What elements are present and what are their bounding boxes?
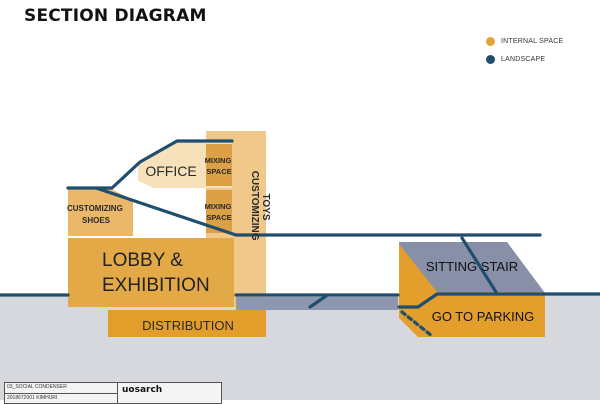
customizing-shoes-block xyxy=(68,189,133,236)
label-customizing-toys: CUSTOMIZING TOYS xyxy=(249,171,271,244)
lobby-exhibition-block xyxy=(68,238,234,307)
label-sitting-stair: SITTING STAIR xyxy=(426,259,518,274)
label-toys-line1: CUSTOMIZING xyxy=(249,171,260,241)
title-block-logo: uosarch xyxy=(122,385,163,395)
distribution-block xyxy=(108,310,266,337)
ground-line-right xyxy=(397,292,600,309)
legend-item-landscape: LANDSCAPE xyxy=(486,50,563,68)
legend-swatch-landscape xyxy=(486,54,495,64)
legend-label-landscape: LANDSCAPE xyxy=(501,55,546,63)
label-customizing-shoes-line2: SHOES xyxy=(82,216,111,225)
slope-line xyxy=(94,186,542,237)
label-toys-line2: TOYS xyxy=(260,193,271,220)
label-distribution: DISTRIBUTION xyxy=(142,318,234,333)
label-office: OFFICE xyxy=(145,163,196,179)
legend: INTERNAL SPACE LANDSCAPE xyxy=(486,32,563,68)
label-customizing-shoes-line1: CUSTOMIZING xyxy=(67,204,123,213)
label-mixing-space-top: MIXING SPACE xyxy=(205,156,234,176)
title-block-id: 2018672001 KIMHURI xyxy=(7,395,58,401)
legend-label-internal-space: INTERNAL SPACE xyxy=(501,37,564,45)
page-title: SECTION DIAGRAM xyxy=(24,6,207,26)
mixing-space-top-block xyxy=(206,144,232,186)
label-lobby-line2: EXHIBITION xyxy=(102,275,210,296)
stair-divider-line xyxy=(460,236,498,294)
label-mixing-space-bottom-line1: MIXING xyxy=(205,202,232,211)
go-to-parking-block xyxy=(399,244,545,337)
label-mixing-space-top-line1: MIXING xyxy=(205,156,232,165)
label-lobby-exhibition: LOBBY & EXHIBITION xyxy=(102,250,210,296)
label-go-to-parking: GO TO PARKING xyxy=(432,309,535,324)
title-block-divider xyxy=(5,393,117,394)
label-lobby-line1: LOBBY & xyxy=(102,250,183,271)
ramp-line xyxy=(308,294,328,309)
legend-item-internal-space: INTERNAL SPACE xyxy=(486,32,563,50)
label-mixing-space-bottom: MIXING SPACE xyxy=(205,202,234,222)
sitting-stair-block xyxy=(399,242,545,293)
dashed-line xyxy=(400,310,434,338)
title-block: 03_SOCIAL CONDENSER 2018672001 KIMHURI u… xyxy=(4,382,222,404)
label-mixing-space-top-line2: SPACE xyxy=(206,167,231,176)
title-block-vdivider xyxy=(117,383,118,403)
label-mixing-space-bottom-line2: SPACE xyxy=(206,213,231,222)
title-block-project: 03_SOCIAL CONDENSER xyxy=(7,384,67,390)
landscape-lines xyxy=(0,139,600,338)
legend-swatch-internal-space xyxy=(486,36,495,46)
label-customizing-shoes: CUSTOMIZING SHOES xyxy=(67,204,125,225)
